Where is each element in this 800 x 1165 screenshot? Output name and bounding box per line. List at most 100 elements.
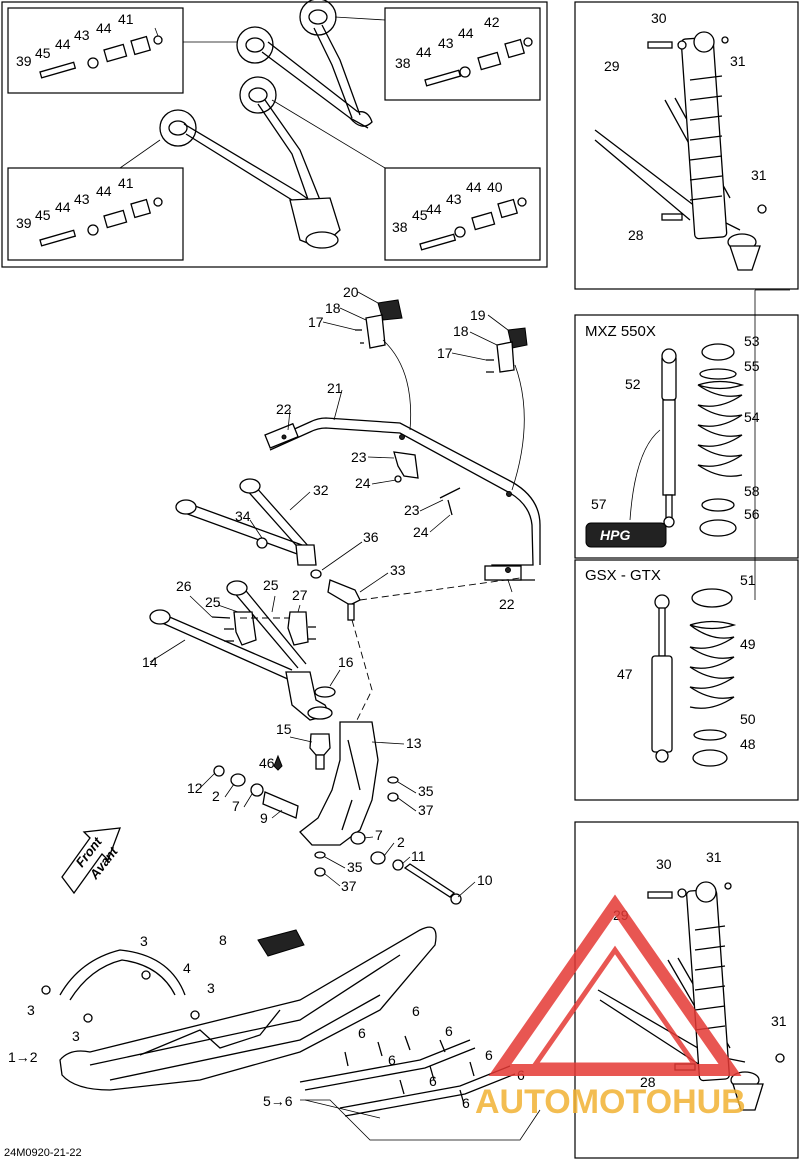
runner-carbides-6 <box>299 1035 516 1117</box>
callout-24: 24 <box>413 524 429 540</box>
callout-33: 33 <box>390 562 406 578</box>
callout-3: 3 <box>27 1002 35 1018</box>
callout-40: 40 <box>487 179 503 195</box>
callout-16: 16 <box>338 654 354 670</box>
callout-3: 3 <box>207 980 215 996</box>
shock-body-47 <box>651 655 673 753</box>
bracket-25-left <box>233 611 257 646</box>
callout-18: 18 <box>453 323 469 339</box>
upper-a-arm-illustration <box>159 0 373 249</box>
washer-35-left <box>314 851 326 859</box>
callout-14: 14 <box>142 654 158 670</box>
callout-44: 44 <box>96 183 112 199</box>
washer-12 <box>213 765 225 777</box>
gsx-gtx-panel: GSX - GTX 51 49 47 50 48 <box>574 559 799 801</box>
callout-31: 31 <box>706 849 722 865</box>
panel-header-mxz: MXZ 550X <box>585 323 656 340</box>
callout-39: 39 <box>16 53 32 69</box>
ski-assembly: 8 3 4 3 3 3 1→2 5→6 6 6 6 6 6 6 6 6 <box>8 926 541 1141</box>
lower-a-arm-14 <box>149 580 333 721</box>
callout-27: 27 <box>292 587 308 603</box>
callout-6: 6 <box>485 1047 493 1063</box>
callout-12: 12 <box>187 780 203 796</box>
shock-body <box>662 399 676 496</box>
callout-55: 55 <box>744 358 760 374</box>
callout-50: 50 <box>740 711 756 727</box>
diagram-code: 24M0920-21-22 <box>4 1147 82 1159</box>
callout-11: 11 <box>411 848 426 864</box>
skid-plate-8 <box>257 929 305 957</box>
callout-6: 6 <box>462 1095 470 1111</box>
bushing-7-right <box>350 831 366 845</box>
callout-53: 53 <box>744 333 760 349</box>
callout-6: 6 <box>429 1073 437 1089</box>
callout-7: 7 <box>375 827 383 843</box>
callout-51: 51 <box>740 572 756 588</box>
nut-11 <box>392 859 404 871</box>
callout-26: 26 <box>176 578 192 594</box>
callout-31: 31 <box>771 1013 787 1029</box>
callout-22: 22 <box>276 401 292 417</box>
callout-54: 54 <box>744 409 760 425</box>
bolt-10 <box>403 863 456 898</box>
callout-1-to-2: 1→2 <box>8 1049 38 1065</box>
hpg-logo <box>585 522 667 548</box>
callout-18: 18 <box>325 300 341 316</box>
grease-drop-46 <box>273 754 283 771</box>
callout-21: 21 <box>327 380 343 396</box>
callout-31: 31 <box>730 53 746 69</box>
bushing-inset-top-left <box>7 7 184 94</box>
callout-3: 3 <box>72 1028 80 1044</box>
callout-19: 19 <box>470 307 486 323</box>
callout-22: 22 <box>499 596 515 612</box>
callout-43: 43 <box>74 27 90 43</box>
washer-2-right <box>370 851 386 865</box>
callout-30: 30 <box>651 10 667 26</box>
callout-44: 44 <box>55 36 71 52</box>
callout-29: 29 <box>604 58 620 74</box>
coil-spring-49 <box>689 620 737 709</box>
central-assembly: 20 18 17 19 18 17 21 22 23 24 23 24 32 3… <box>142 284 541 905</box>
callout-44: 44 <box>458 25 474 41</box>
bushing-stack-bottom-right <box>419 197 527 251</box>
ski-handle-4 <box>59 949 186 1001</box>
callout-44: 44 <box>96 20 112 36</box>
tube-9 <box>262 791 299 819</box>
front-direction-arrow: Front Avant <box>61 827 121 895</box>
washer-35-right <box>387 776 399 784</box>
mxz-550x-panel: MXZ 550X HPG 53 55 52 54 57 58 56 <box>574 314 799 559</box>
callout-5-to-6: 5→6 <box>263 1093 293 1109</box>
nut-37-right <box>387 792 399 802</box>
hpg-logo-text: HPG <box>600 527 630 543</box>
callout-41: 41 <box>118 175 134 191</box>
callout-37: 37 <box>418 802 434 818</box>
upper-a-arm-panel: 41 45 44 43 44 39 42 44 43 44 38 41 45 4… <box>1 0 548 268</box>
callout-28: 28 <box>640 1074 656 1090</box>
callout-49: 49 <box>740 636 756 652</box>
bushing-stack-top-left <box>39 27 163 79</box>
callout-34: 34 <box>235 508 251 524</box>
bracket-18-left <box>365 314 386 349</box>
callout-43: 43 <box>74 191 90 207</box>
shock-panel-top: 30 29 31 31 28 <box>574 1 799 600</box>
bracket-18-right <box>496 341 515 373</box>
callout-45: 45 <box>35 45 51 61</box>
upper-a-arm-32 <box>175 478 317 566</box>
callout-43: 43 <box>446 191 462 207</box>
callout-52: 52 <box>625 376 641 392</box>
bracket-23 <box>393 451 419 479</box>
spindle-13 <box>299 721 379 846</box>
callout-2: 2 <box>397 834 405 850</box>
callout-17: 17 <box>437 345 453 361</box>
washer-2-left <box>230 773 246 787</box>
callout-25: 25 <box>205 594 221 610</box>
callout-37: 37 <box>341 878 357 894</box>
callout-46: 46 <box>259 755 275 771</box>
callout-17: 17 <box>308 314 324 330</box>
panel-header-gsx: GSX - GTX <box>585 567 661 584</box>
bracket-27 <box>287 611 309 646</box>
bushing-inset-bottom-left <box>7 167 184 261</box>
callout-39: 39 <box>16 215 32 231</box>
sway-bar-21 <box>264 417 541 581</box>
